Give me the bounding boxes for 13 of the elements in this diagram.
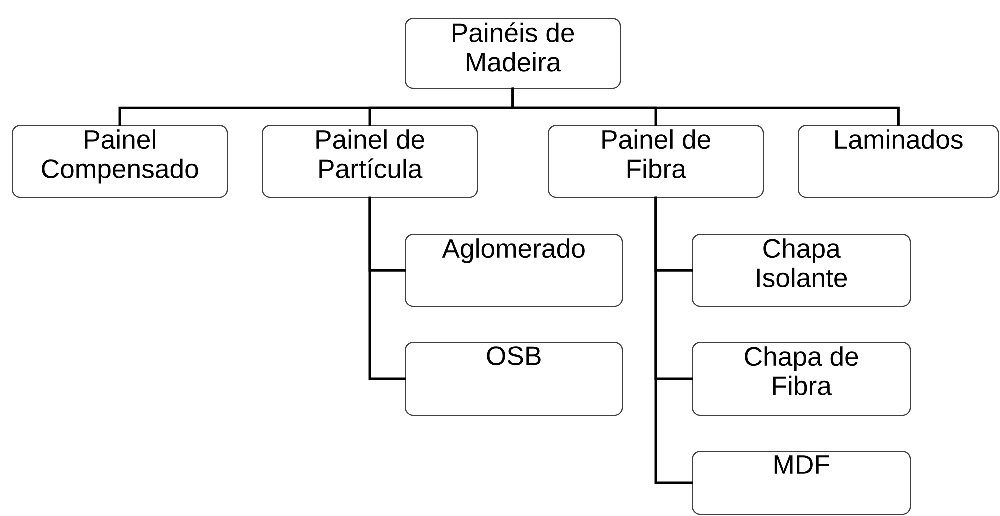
connector-line (368, 196, 406, 380)
category-box: Chapa Isolante (692, 234, 912, 308)
category-box: Laminados (798, 125, 1000, 198)
connector-line (654, 196, 694, 484)
category-box: Painel de Partícula (262, 125, 478, 198)
category-box: Painel de Fibra (548, 125, 764, 198)
category-box: OSB (405, 342, 624, 416)
connector-line (512, 88, 900, 126)
category-box: Painel Compensado (12, 125, 228, 198)
category-box: Chapa de Fibra (692, 342, 912, 416)
category-box: MDF (692, 450, 912, 516)
category-box: Painéis de Madeira (405, 18, 622, 90)
category-box: Aglomerado (405, 234, 624, 308)
